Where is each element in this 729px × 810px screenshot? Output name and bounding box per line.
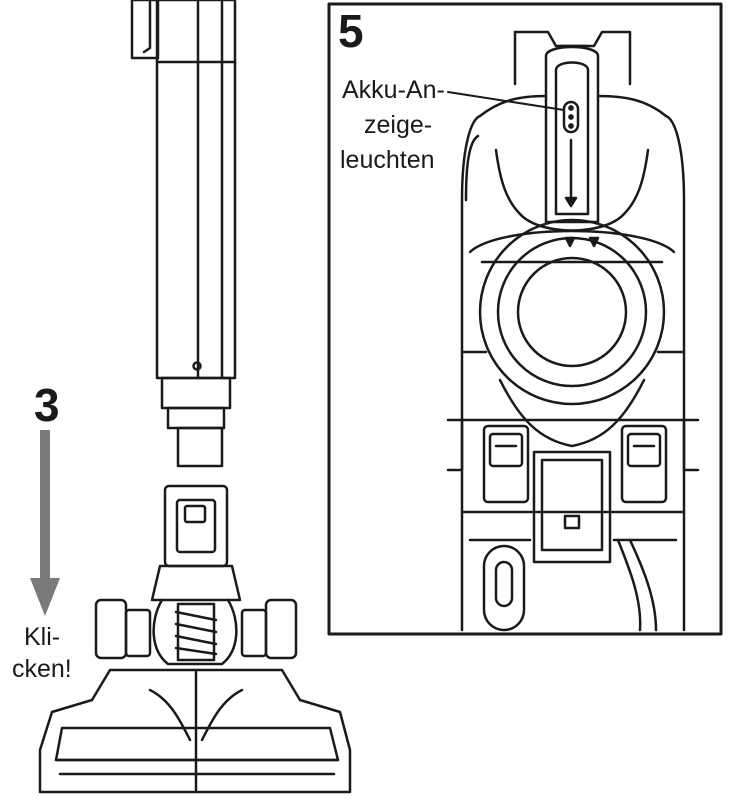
click-text-line1: Kli- [24,623,61,651]
floor-brush [38,484,352,794]
label-leader-line [447,91,565,111]
battery-label-line3: leuchten [340,146,435,174]
step-5-number: 5 [338,5,364,57]
down-arrow [30,430,60,616]
detail-frame [327,2,723,636]
battery-label-line1: Akku-An- [342,76,445,104]
step-3-number: 3 [34,379,60,431]
device-detail [446,30,700,632]
click-text-line2: cken! [12,655,72,683]
battery-label-line2: zeige- [364,111,433,139]
handle-tube [130,0,237,468]
